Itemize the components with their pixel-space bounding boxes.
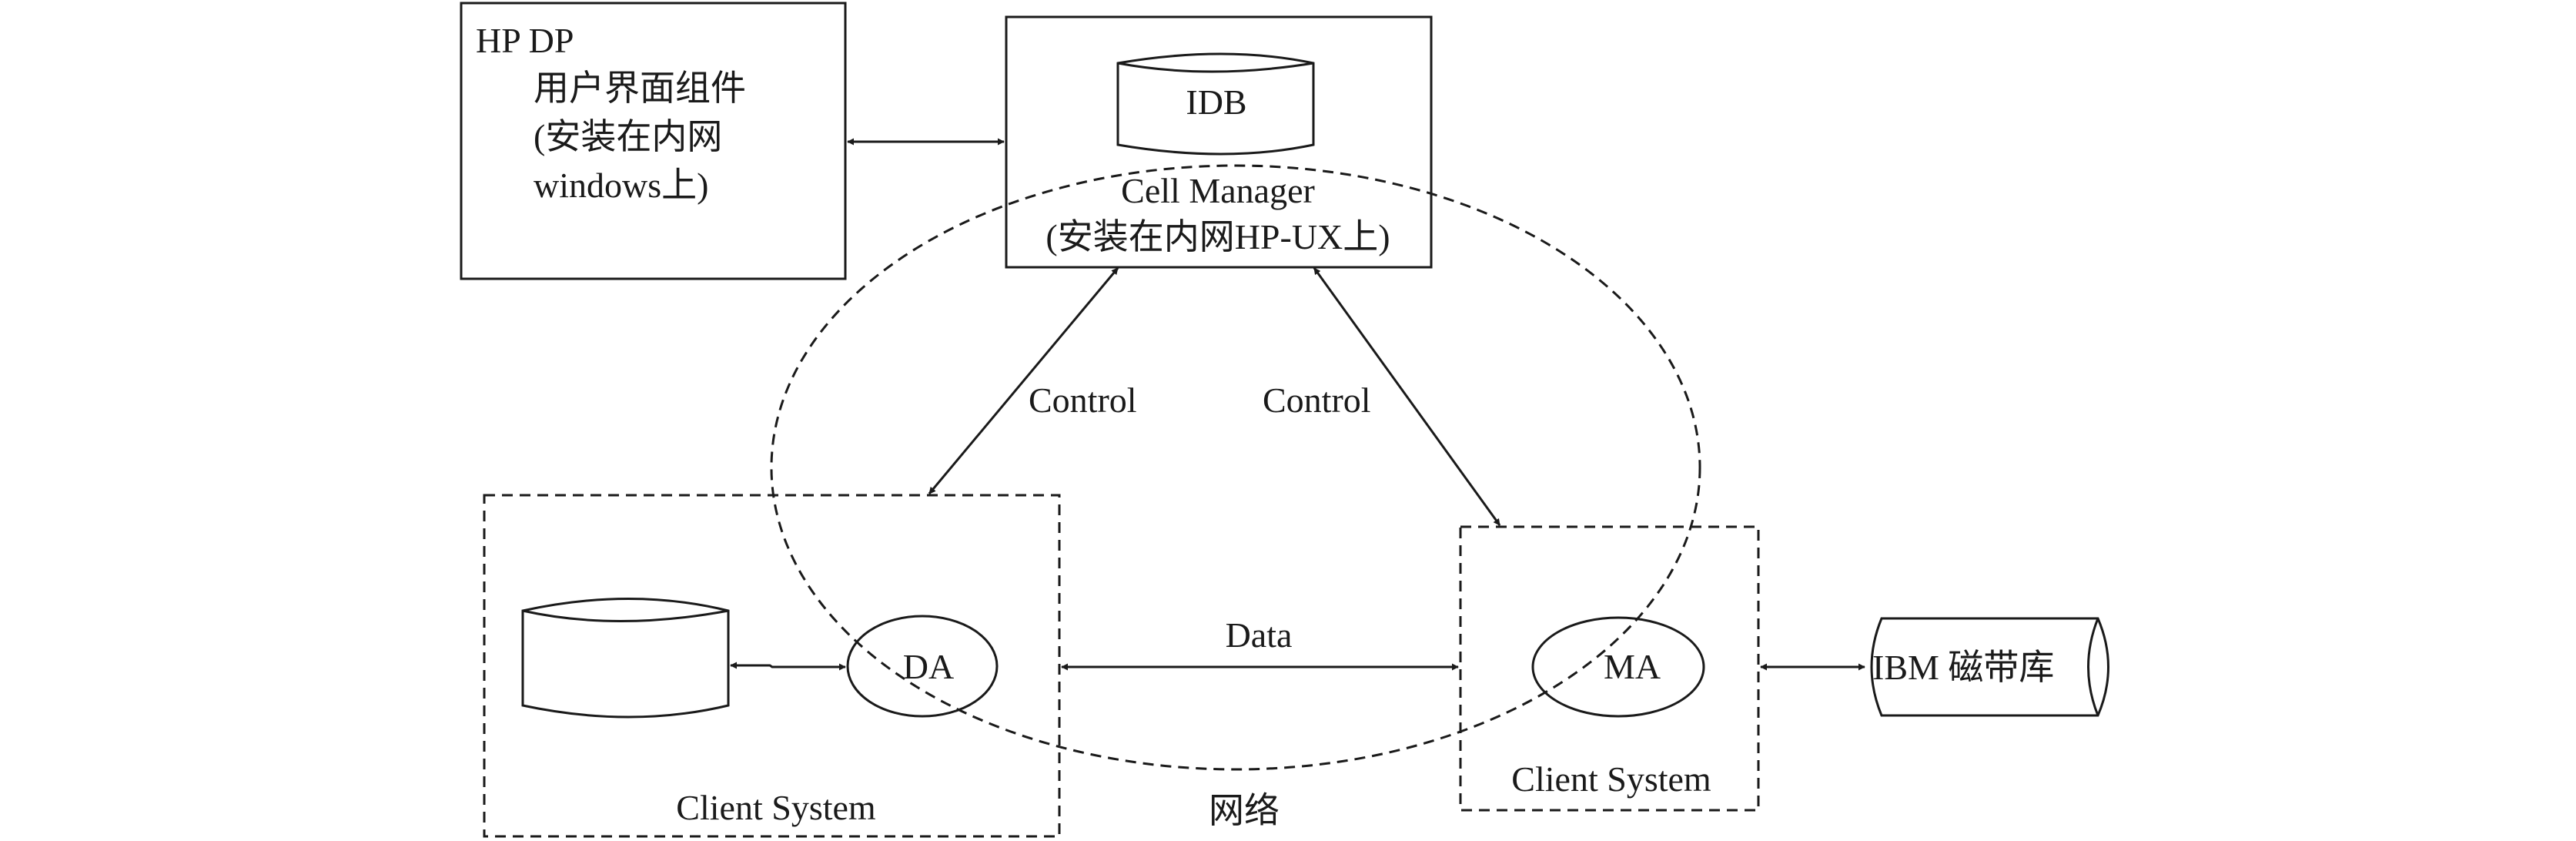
control-left-label: Control bbox=[1029, 380, 1137, 420]
data-label: Data bbox=[1226, 615, 1293, 655]
control-right-arrow bbox=[1313, 267, 1501, 526]
disk-agent-label: DA bbox=[903, 647, 954, 686]
disk-agent-ellipse bbox=[846, 615, 999, 718]
ui-box-line-1: HP DP bbox=[476, 21, 574, 60]
client-system-right-label: Client System bbox=[1511, 759, 1711, 799]
media-agent-ellipse bbox=[1531, 616, 1705, 718]
ui-box-line-2: 用户界面组件 bbox=[534, 69, 746, 108]
ui-box-line-3: (安装在内网 bbox=[534, 117, 722, 156]
idb-database-icon bbox=[1116, 52, 1315, 156]
disk-to-da-arrow bbox=[730, 662, 846, 671]
cell-manager-box: IDB Cell Manager (安装在内网HP-UX上) bbox=[1005, 15, 1433, 269]
client-system-right: MA Client System bbox=[1459, 525, 1760, 812]
tape-library-label: IBM 磁带库 bbox=[1872, 648, 2054, 687]
ui-box-line-4: windows上) bbox=[534, 166, 708, 205]
cell-manager-subtitle: (安装在内网HP-UX上) bbox=[1045, 217, 1390, 256]
client-system-left: DA Client System bbox=[483, 494, 1061, 838]
control-left-arrow bbox=[928, 267, 1119, 494]
disk-storage-icon bbox=[521, 598, 730, 719]
tape-library: IBM 磁带库 bbox=[1870, 617, 2109, 717]
client-system-left-label: Client System bbox=[676, 788, 876, 827]
network-ellipse bbox=[770, 164, 1701, 771]
cell-manager-title: Cell Manager bbox=[1121, 171, 1315, 210]
control-right-label: Control bbox=[1263, 380, 1371, 420]
idb-label: IDB bbox=[1186, 82, 1246, 122]
media-agent-label: MA bbox=[1604, 647, 1661, 686]
ui-component-box: HP DP 用户界面组件 (安装在内网 windows上) bbox=[460, 2, 847, 280]
network-label: 网络 bbox=[1209, 791, 1280, 830]
